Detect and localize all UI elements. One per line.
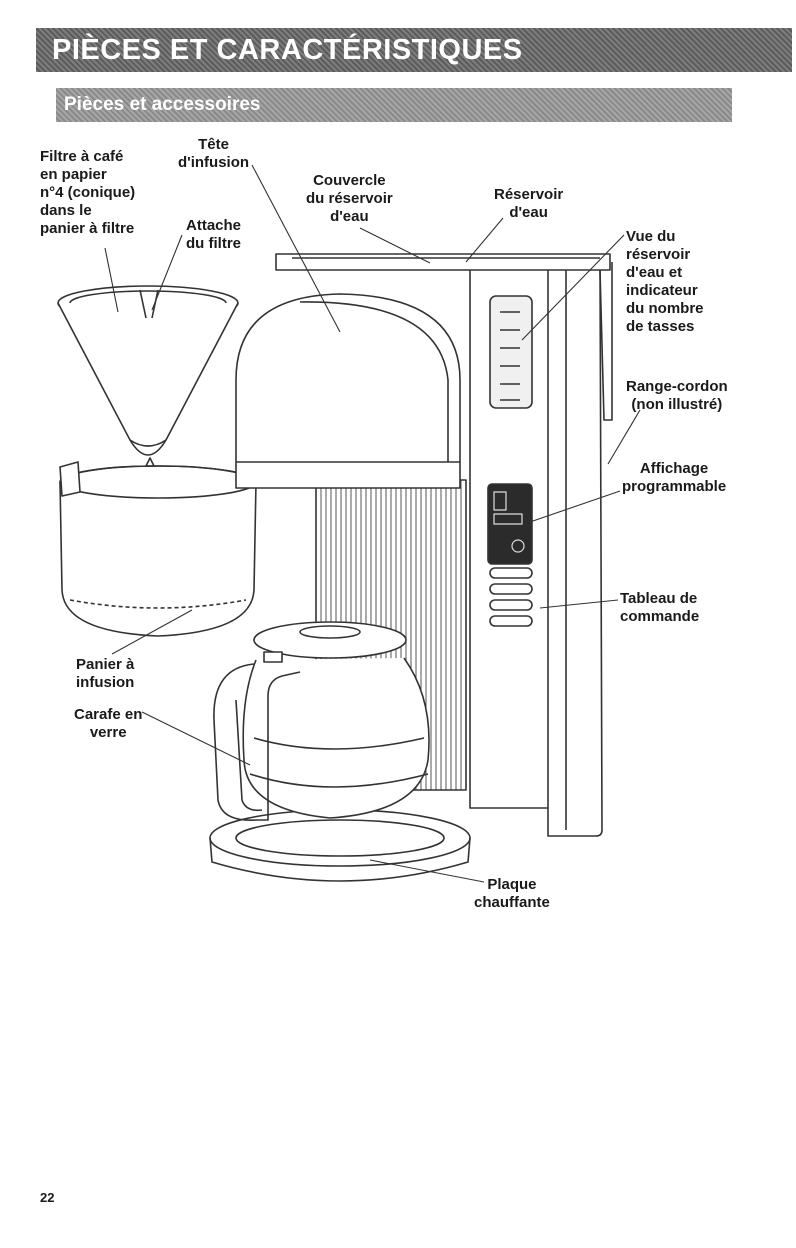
callout-brew-head [251, 164, 341, 333]
subsection-title-bar: Pièces et accessoires [56, 88, 732, 122]
callout-water-window [521, 234, 625, 341]
callout-display [529, 490, 621, 523]
label-cord-storage: Range-cordon (non illustré) [626, 378, 728, 413]
callout-brew-basket [111, 609, 193, 655]
callout-cord-storage [607, 409, 641, 465]
label-water-reservoir: Réservoir d'eau [494, 186, 564, 221]
callout-carafe [141, 711, 251, 766]
appliance-drawing [57, 253, 613, 882]
subsection-title: Pièces et accessoires [64, 94, 261, 115]
callout-reservoir-lid [359, 227, 431, 264]
section-title-bar: PIÈCES ET CARACTÉRISTIQUES [36, 28, 792, 72]
callout-control-panel [539, 599, 619, 609]
callout-filter-clip [151, 234, 183, 311]
label-filter-clip: Attache du filtre [186, 217, 242, 252]
callout-warming-plate [369, 859, 485, 883]
callout-reservoir [465, 217, 504, 263]
label-paper-filter: Filtre à café en papier n°4 (conique) da… [40, 148, 136, 237]
page-number: 22 [40, 1190, 55, 1205]
label-warming-plate: Plaque chauffante [474, 876, 550, 911]
label-programmable-display: Affichage programmable [622, 460, 727, 495]
callout-filter [104, 247, 119, 313]
callout-lines [104, 164, 641, 883]
filter-cone-drawing [57, 285, 239, 467]
page-title: PIÈCES ET CARACTÉRISTIQUES [52, 33, 523, 66]
label-glass-carafe: Carafe en verre [74, 706, 143, 741]
brew-basket-drawing [59, 461, 257, 637]
label-reservoir-lid: Couvercle du réservoir d'eau [306, 172, 393, 225]
label-water-window: Vue du réservoir d'eau et indicateur du … [626, 228, 704, 335]
carafe-drawing [209, 621, 471, 882]
label-control-panel: Tableau de commande [620, 590, 700, 625]
label-brew-head: Tête d'infusion [178, 136, 250, 171]
label-brew-basket: Panier à infusion [76, 656, 135, 691]
